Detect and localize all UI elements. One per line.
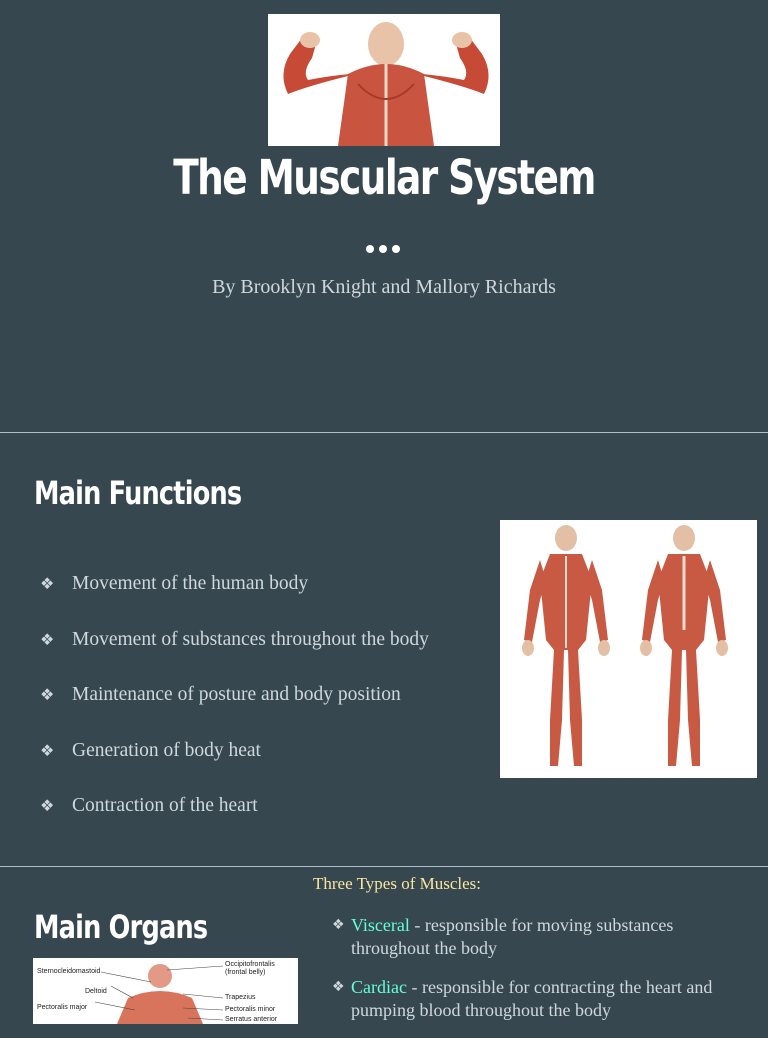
list-item: ❖Generation of body heat	[40, 737, 429, 793]
slide-separator	[0, 866, 768, 867]
label-frontal-belly: (frontal belly)	[225, 969, 266, 976]
muscular-back-image	[268, 14, 500, 146]
list-item: ❖ Cardiac - responsible for contracting t…	[332, 976, 752, 1022]
label-pectoralis-minor: Pectoralis minor	[225, 1006, 276, 1013]
label-sternocleidomastoid: Sternocleidomastoid	[37, 968, 101, 975]
diamond-bullet-icon: ❖	[40, 796, 55, 815]
list-item: ❖Contraction of the heart	[40, 792, 429, 848]
title-slide: The Muscular System By Brooklyn Knight a…	[0, 0, 768, 432]
slide-separator	[0, 432, 768, 433]
diamond-bullet-icon: ❖	[40, 574, 55, 593]
type-name: Cardiac	[351, 977, 407, 997]
diamond-bullet-icon: ❖	[332, 917, 345, 933]
label-occipitofrontalis: Occipitofrontalis	[225, 961, 275, 968]
title-dots-divider	[366, 240, 406, 253]
organs-heading: Main Organs	[34, 908, 208, 946]
diamond-bullet-icon: ❖	[40, 629, 55, 649]
muscle-types-list: ❖ Visceral - responsible for moving subst…	[332, 914, 752, 1038]
list-item: ❖ Visceral - responsible for moving subst…	[332, 914, 752, 960]
muscular-body-image	[500, 520, 757, 778]
list-item: ❖Movement of substances throughout the b…	[40, 626, 429, 682]
list-item: ❖Maintenance of posture and body positio…	[40, 681, 429, 737]
slide-title: The Muscular System	[173, 150, 596, 206]
byline: By Brooklyn Knight and Mallory Richards	[212, 276, 556, 298]
muscle-diagram-image: Sternocleidomastoid Deltoid Pectoralis m…	[33, 958, 298, 1024]
label-trapezius: Trapezius	[225, 994, 256, 1001]
type-description: - responsible for contracting the heart …	[351, 977, 713, 1020]
list-item: ❖Movement of the human body	[40, 570, 429, 626]
functions-heading: Main Functions	[34, 474, 242, 512]
diamond-bullet-icon: ❖	[40, 740, 55, 760]
type-name: Visceral	[351, 915, 410, 935]
types-title: Three Types of Muscles:	[313, 874, 481, 893]
label-serratus-anterior: Serratus anterior	[225, 1016, 278, 1023]
functions-list: ❖Movement of the human body ❖Movement of…	[40, 570, 429, 848]
label-pectoralis-major: Pectoralis major	[37, 1004, 88, 1011]
diamond-bullet-icon: ❖	[332, 979, 345, 995]
diamond-bullet-icon: ❖	[40, 685, 55, 704]
type-description: - responsible for moving substances thro…	[351, 915, 674, 958]
label-deltoid: Deltoid	[85, 988, 107, 995]
